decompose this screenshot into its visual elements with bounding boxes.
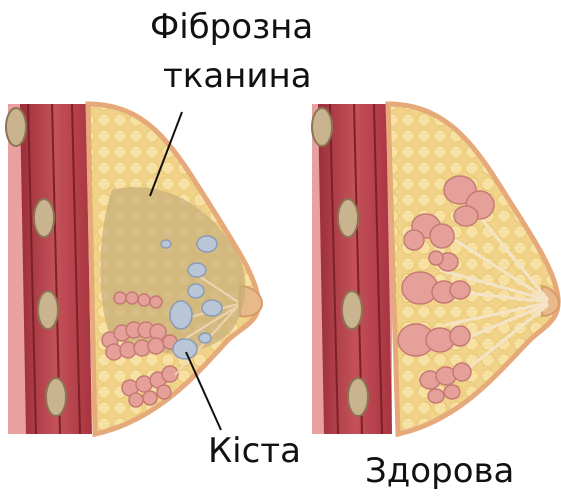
- fibrous-tissue-label-line2: тканина: [163, 57, 312, 95]
- healthy-label: Здорова: [365, 452, 514, 490]
- fibrous-tissue-label-line1: Фіброзна: [150, 8, 313, 46]
- cyst-label: Кіста: [208, 432, 301, 470]
- right-breast-fat: [388, 104, 558, 434]
- right-breast-healthy: [312, 104, 559, 434]
- left-breast-fibrocystic: [6, 104, 262, 434]
